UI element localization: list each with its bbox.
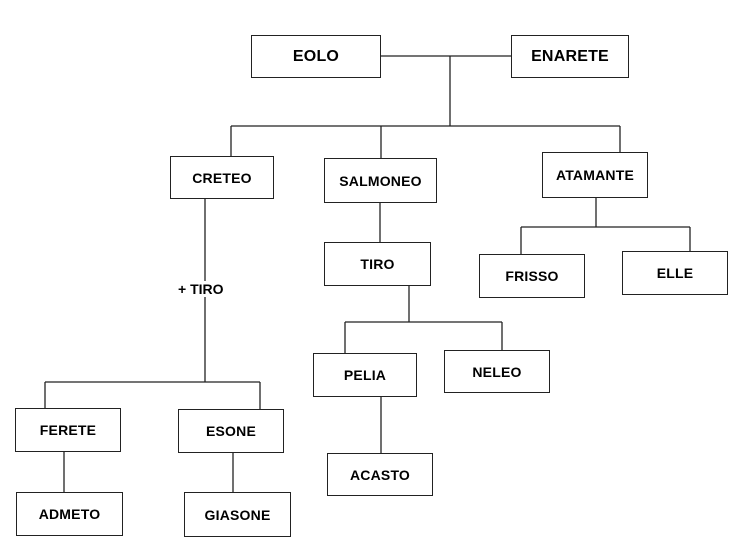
node-esone-label: ESONE	[205, 423, 256, 439]
node-tiro-label: TIRO	[360, 256, 395, 272]
node-creteo: CRETEO	[170, 156, 274, 199]
node-salmoneo-label: SALMONEO	[339, 172, 422, 189]
node-eolo: EOLO	[251, 35, 381, 78]
node-eolo-label: EOLO	[292, 47, 340, 65]
node-creteo-label: CRETEO	[192, 169, 252, 186]
node-admeto: ADMETO	[16, 492, 123, 536]
edge-label-plus-tiro: + TIRO	[176, 281, 226, 297]
node-atamante-label: ATAMANTE	[555, 167, 635, 183]
node-esone: ESONE	[178, 409, 284, 453]
node-frisso: FRISSO	[479, 254, 585, 298]
node-neleo-label: NELEO	[472, 363, 522, 380]
node-ferete-label: FERETE	[39, 422, 97, 438]
node-pelia-label: PELIA	[343, 367, 387, 383]
node-atamante: ATAMANTE	[542, 152, 648, 198]
node-salmoneo: SALMONEO	[324, 158, 437, 203]
node-admeto-label: ADMETO	[38, 506, 101, 522]
node-elle-label: ELLE	[656, 265, 694, 281]
node-neleo: NELEO	[444, 350, 550, 393]
node-ferete: FERETE	[15, 408, 121, 452]
node-pelia: PELIA	[313, 353, 417, 397]
node-enarete-label: ENARETE	[531, 47, 609, 65]
node-giasone-label: GIASONE	[204, 506, 271, 523]
node-tiro: TIRO	[324, 242, 431, 286]
node-acasto-label: ACASTO	[349, 466, 411, 483]
node-giasone: GIASONE	[184, 492, 291, 537]
node-frisso-label: FRISSO	[505, 268, 559, 284]
node-elle: ELLE	[622, 251, 728, 295]
node-enarete: ENARETE	[511, 35, 629, 78]
node-acasto: ACASTO	[327, 453, 433, 496]
